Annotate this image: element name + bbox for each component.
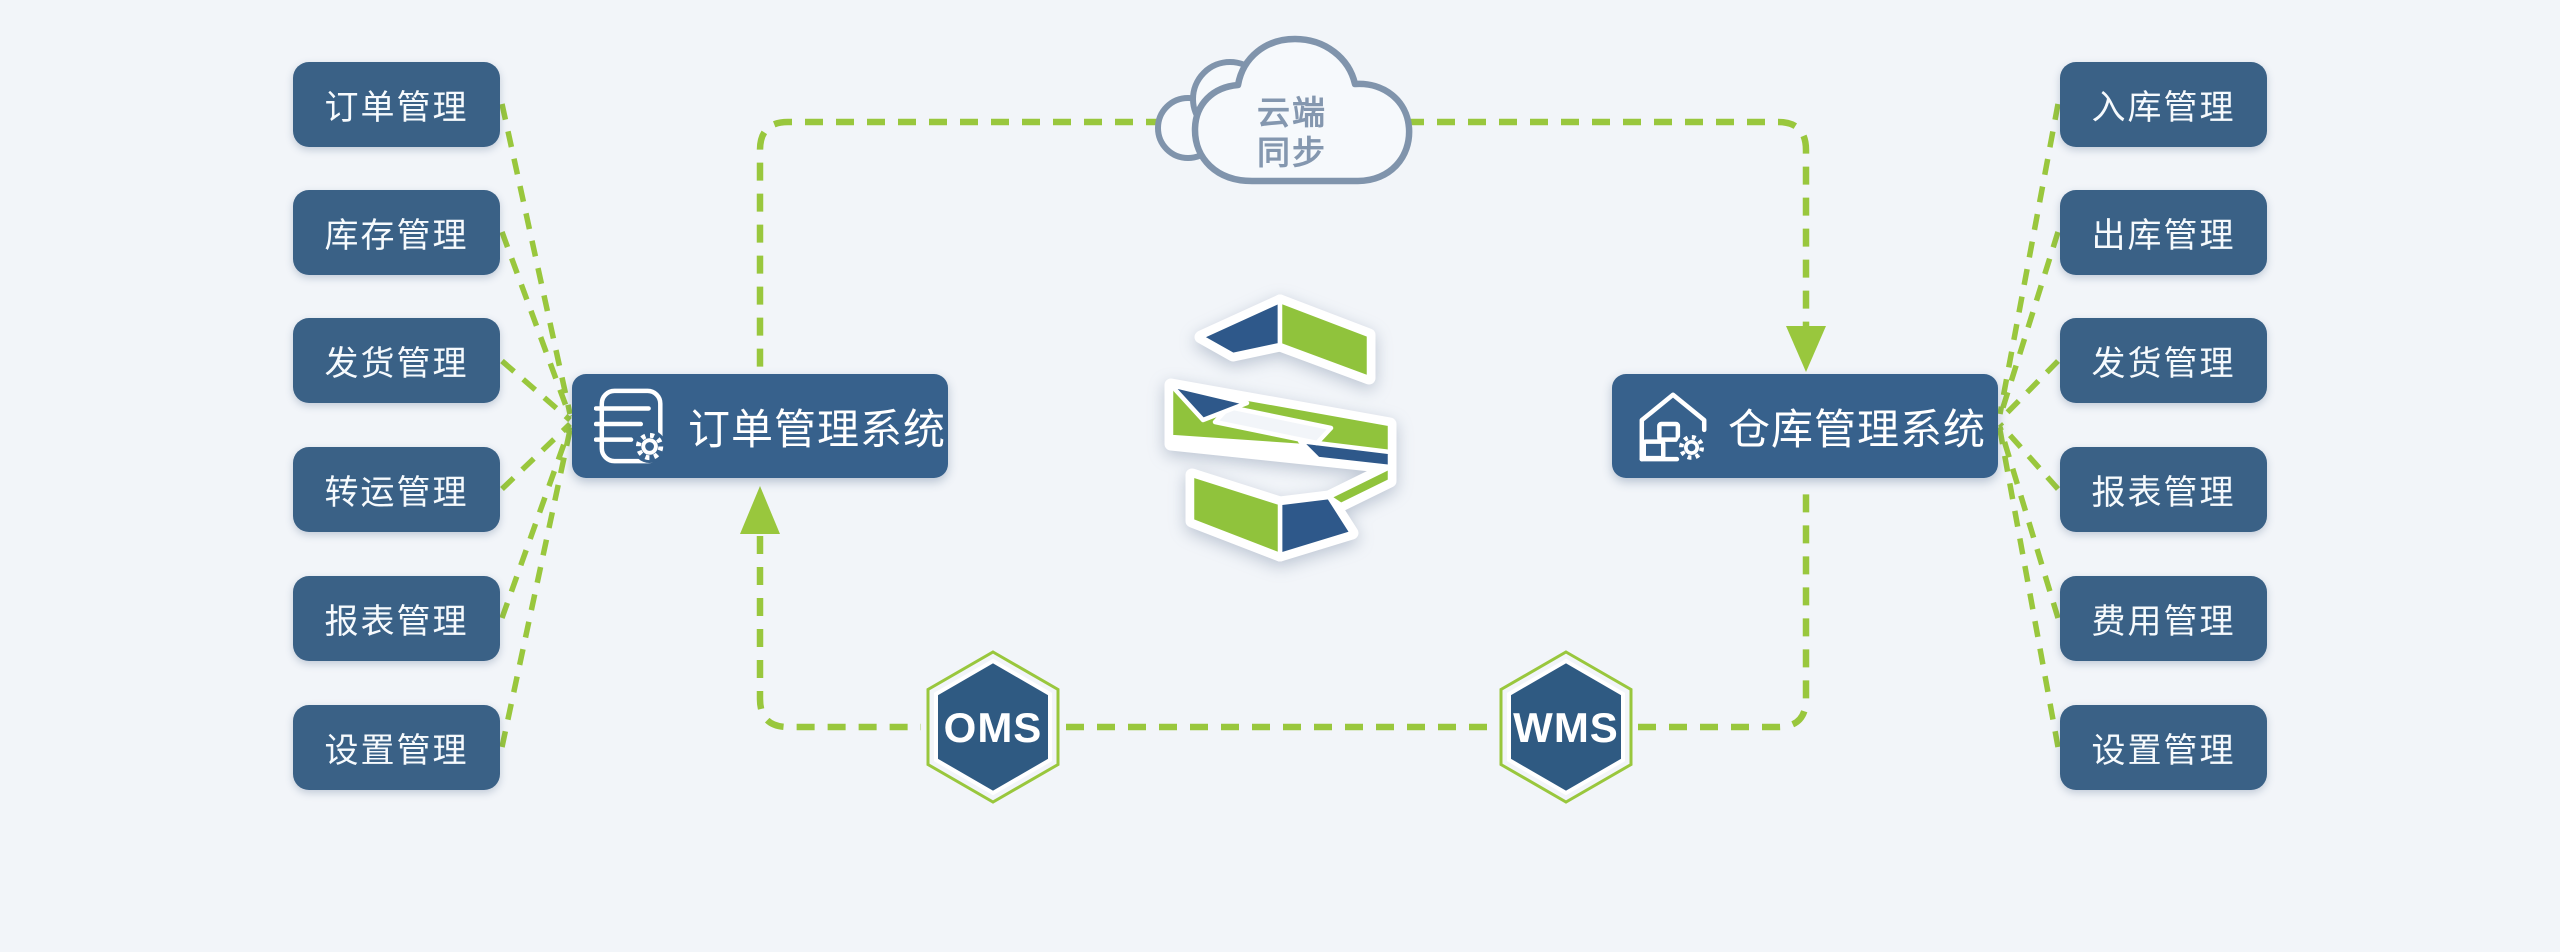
connector-transfer-mgmt-to-oms	[500, 422, 572, 491]
module-box-report-mgmt-right: 报表管理	[2060, 447, 2267, 532]
module-box-shipping-mgmt-left: 发货管理	[293, 318, 500, 403]
module-label: 订单管理	[324, 89, 469, 127]
cloud-connectors	[756, 118, 1810, 371]
connector-shipping-mgmt-to-oms	[500, 358, 572, 423]
module-label: 出库管理	[2091, 217, 2236, 255]
connector-report-mgmt-to-oms	[499, 426, 573, 619]
connector-inbound-mgmt-to-wms	[1997, 103, 2061, 415]
oms-hexagon-ring	[926, 650, 1060, 804]
gear-backing	[1675, 431, 1708, 464]
connector-fee-mgmt-to-wms	[1997, 426, 2061, 619]
connector-outbound-mgmt-to-wms	[1997, 231, 2061, 418]
module-label: 发货管理	[2091, 345, 2236, 383]
left-fan-connectors	[499, 103, 573, 748]
module-box-inventory-mgmt: 库存管理	[293, 190, 500, 275]
cloud-label-line2: 同步	[1257, 134, 1327, 171]
connector-oms-badge-to-oms-system	[756, 536, 921, 731]
connector-order-mgmt-to-oms	[499, 103, 573, 415]
gear-icon	[1679, 434, 1705, 460]
connector-report-mgmt-to-wms	[1997, 422, 2061, 491]
oms-system-node: 订单管理系统	[572, 374, 948, 478]
module-label: 报表管理	[2091, 474, 2236, 512]
wms-system-label: 仓库管理系统	[1728, 405, 1987, 453]
module-box-report-mgmt-left: 报表管理	[293, 576, 500, 661]
module-label: 费用管理	[2091, 603, 2236, 641]
connector-inventory-mgmt-to-oms	[499, 231, 573, 418]
bottom-connectors	[756, 486, 1810, 731]
module-box-shipping-mgmt-right: 发货管理	[2060, 318, 2267, 403]
warehouse-gear-icon	[1639, 392, 1708, 464]
connector-cloud-to-wms-system	[1406, 118, 1810, 328]
connector-shipping-mgmt-to-wms	[1998, 359, 2060, 422]
oms-hexagon-badge: OMS	[926, 650, 1060, 804]
module-label: 报表管理	[324, 603, 469, 641]
module-label: 转运管理	[324, 474, 469, 512]
module-box-settings-mgmt-left: 设置管理	[293, 705, 500, 790]
wms-hexagon-fill	[1507, 658, 1625, 796]
module-box-inbound-mgmt: 入库管理	[2060, 62, 2267, 147]
module-label: 库存管理	[324, 217, 469, 255]
wms-badge-label: WMS	[1513, 704, 1619, 751]
arrowhead-down-into-wms-system	[1786, 326, 1826, 372]
module-box-transfer-mgmt: 转运管理	[293, 447, 500, 532]
arrowhead-up-into-oms-system	[740, 486, 780, 534]
logo-ribbon-faces	[1168, 298, 1393, 558]
module-box-settings-mgmt-right: 设置管理	[2060, 705, 2267, 790]
module-label: 设置管理	[2091, 732, 2236, 770]
oms-badge-label: OMS	[944, 704, 1043, 751]
oms-system-label: 订单管理系统	[688, 405, 947, 453]
module-label: 入库管理	[2091, 89, 2236, 127]
module-box-order-mgmt: 订单管理	[293, 62, 500, 147]
cloud-sync-shape: 云端 同步	[1155, 35, 1413, 185]
brand-s-ribbon-logo	[1164, 294, 1397, 562]
right-fan-connectors	[1997, 103, 2061, 748]
order-document-gear-icon	[594, 388, 667, 464]
gear-icon	[635, 432, 664, 461]
module-box-fee-mgmt: 费用管理	[2060, 576, 2267, 661]
module-box-outbound-mgmt: 出库管理	[2060, 190, 2267, 275]
connector-wms-badge-to-wms-system	[1638, 486, 1810, 731]
module-label: 设置管理	[324, 732, 469, 770]
cloud-main-body	[1191, 35, 1413, 185]
oms-hexagon-fill	[934, 658, 1052, 796]
gear-backing	[633, 429, 667, 464]
connector-cloud-to-oms-system	[756, 118, 1164, 371]
module-label: 发货管理	[324, 345, 469, 383]
cloud-label-line1: 云端	[1257, 94, 1327, 131]
wms-system-node: 仓库管理系统	[1612, 374, 1998, 478]
wms-hexagon-ring	[1499, 650, 1633, 804]
wms-hexagon-badge: WMS	[1499, 650, 1633, 804]
